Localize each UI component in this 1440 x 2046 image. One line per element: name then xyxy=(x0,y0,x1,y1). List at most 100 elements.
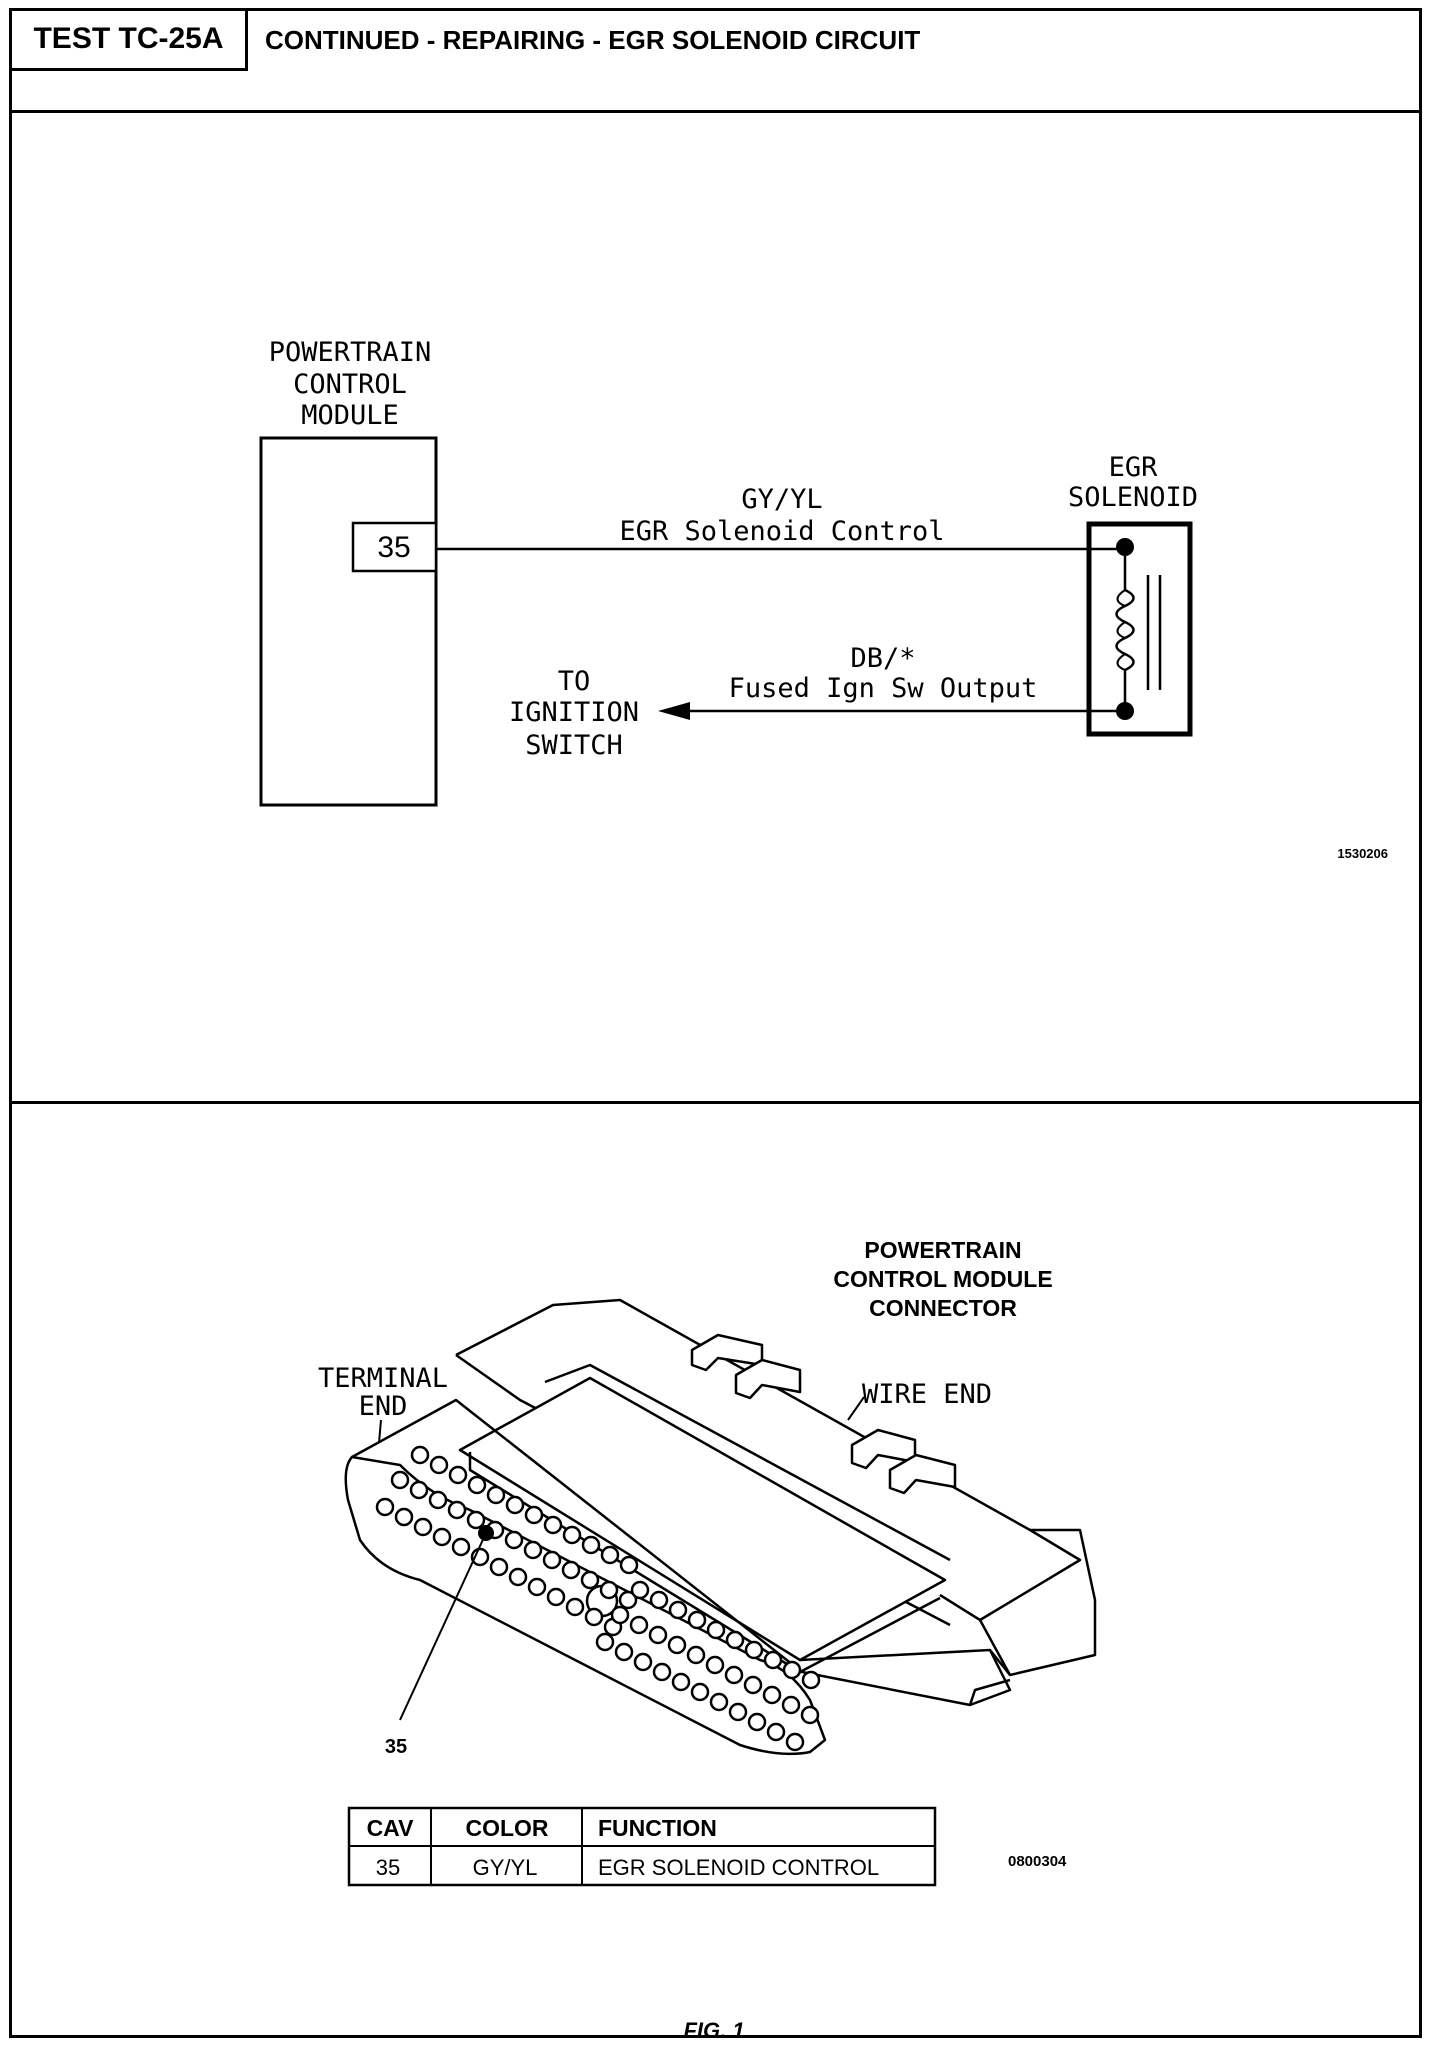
pin-hole xyxy=(724,1665,744,1685)
pin-hole xyxy=(599,1580,619,1600)
pin-hole xyxy=(800,1705,820,1725)
pin-hole xyxy=(782,1660,802,1680)
wire2-color: DB/* xyxy=(850,643,915,674)
pcm-connector-drawing xyxy=(344,1298,1097,1756)
pin-hole xyxy=(489,1557,509,1577)
pin-hole xyxy=(584,1607,604,1627)
solenoid-terminal-bottom xyxy=(1116,702,1134,720)
pin-hole xyxy=(543,1515,563,1535)
pin-hole xyxy=(614,1642,634,1662)
pin-hole xyxy=(413,1517,433,1537)
pin-hole xyxy=(524,1505,544,1525)
pin-hole xyxy=(505,1495,525,1515)
pin-hole xyxy=(686,1645,706,1665)
test-id: TEST TC-25A xyxy=(12,11,248,71)
pin-hole xyxy=(706,1620,726,1640)
table-header-function: FUNCTION xyxy=(598,1815,717,1841)
pin-hole xyxy=(763,1650,783,1670)
pin-hole xyxy=(630,1580,650,1600)
connector-title-line3: CONNECTOR xyxy=(869,1295,1017,1321)
table-header-color: COLOR xyxy=(465,1815,548,1841)
connector-title-line1: POWERTRAIN xyxy=(864,1237,1021,1263)
pin-hole xyxy=(600,1545,620,1565)
wire-end-label: WIRE END xyxy=(862,1379,992,1410)
pcm-module-box xyxy=(259,436,438,807)
pin-hole xyxy=(562,1525,582,1545)
pin-hole xyxy=(565,1597,585,1617)
pin35-marker xyxy=(478,1525,494,1541)
pin-hole xyxy=(649,1590,669,1610)
pin-hole xyxy=(581,1535,601,1555)
pin-hole xyxy=(801,1670,821,1690)
pin-hole xyxy=(648,1625,668,1645)
pin-hole xyxy=(580,1570,600,1590)
pin-hole xyxy=(486,1485,506,1505)
pin-hole xyxy=(744,1640,764,1660)
connector-figure-code: 0800304 xyxy=(1008,1853,1067,1870)
table-cell-color: GY/YL xyxy=(473,1855,538,1880)
page-frame: TEST TC-25A CONTINUED - REPAIRING - EGR … xyxy=(9,8,1422,2038)
arrow-to-ignition-icon xyxy=(658,702,690,720)
pin-hole xyxy=(687,1610,707,1630)
pcm-label-line1: POWERTRAIN xyxy=(269,337,432,368)
terminal-end-label-line2: END xyxy=(359,1391,408,1422)
pin-hole xyxy=(466,1510,486,1530)
pin-hole xyxy=(690,1682,710,1702)
schematic-figure-code: 1530206 xyxy=(1337,846,1388,861)
header-bar: TEST TC-25A CONTINUED - REPAIRING - EGR … xyxy=(12,11,1419,113)
pcm-pin-number: 35 xyxy=(377,531,410,564)
cavity-table: CAV COLOR FUNCTION 35 GY/YL EGR SOLENOID… xyxy=(347,1806,937,1887)
pin-hole xyxy=(668,1600,688,1620)
section-divider xyxy=(12,1101,1419,1104)
pin-hole xyxy=(394,1507,414,1527)
pcm-label-line2: CONTROL xyxy=(293,369,407,400)
pin35-callout-line xyxy=(399,1532,487,1721)
pin-hole xyxy=(542,1550,562,1570)
pin-hole xyxy=(508,1567,528,1587)
pin-hole xyxy=(633,1652,653,1672)
ignition-label-line3: SWITCH xyxy=(525,730,623,761)
pin-hole xyxy=(504,1530,524,1550)
pin-hole xyxy=(781,1695,801,1715)
pin-hole xyxy=(671,1672,691,1692)
solenoid-label-line1: EGR xyxy=(1109,452,1159,483)
pin-hole xyxy=(705,1655,725,1675)
pcm-label-line3: MODULE xyxy=(301,400,399,431)
pin-hole xyxy=(725,1630,745,1650)
pin-hole xyxy=(375,1497,395,1517)
wire1-name: EGR Solenoid Control xyxy=(619,516,944,547)
ignition-label-line1: TO xyxy=(558,666,591,697)
table-header-cav: CAV xyxy=(367,1815,415,1841)
connector-pin-holes xyxy=(375,1445,821,1752)
pin35-callout-label: 35 xyxy=(385,1736,407,1758)
page-title: CONTINUED - REPAIRING - EGR SOLENOID CIR… xyxy=(265,25,921,55)
pin-hole xyxy=(409,1480,429,1500)
pin-hole xyxy=(652,1662,672,1682)
figure-caption: FIG. 1 xyxy=(683,2018,744,2043)
pin-hole xyxy=(743,1675,763,1695)
pin-hole xyxy=(410,1445,430,1465)
pin-hole xyxy=(428,1490,448,1510)
ignition-label-line2: IGNITION xyxy=(509,697,639,728)
terminal-end-label-line1: TERMINAL xyxy=(318,1363,448,1394)
pin-hole xyxy=(747,1712,767,1732)
pin-hole xyxy=(762,1685,782,1705)
wire2-name: Fused Ign Sw Output xyxy=(729,673,1038,704)
connector-title-line2: CONTROL MODULE xyxy=(833,1266,1052,1292)
solenoid-coil xyxy=(1115,556,1135,702)
pin-hole xyxy=(527,1577,547,1597)
pin-hole xyxy=(618,1590,638,1610)
wire1-color: GY/YL xyxy=(741,484,822,515)
pin-hole xyxy=(667,1635,687,1655)
pin-hole xyxy=(629,1615,649,1635)
pin-hole xyxy=(728,1702,748,1722)
pin-hole xyxy=(448,1465,468,1485)
pcm-pin-box xyxy=(351,521,438,573)
pin-hole xyxy=(561,1560,581,1580)
pin-hole xyxy=(451,1537,471,1557)
pin-hole xyxy=(610,1605,630,1625)
pin-hole xyxy=(523,1540,543,1560)
pin-hole xyxy=(467,1475,487,1495)
solenoid-label-line2: SOLENOID xyxy=(1068,482,1198,513)
